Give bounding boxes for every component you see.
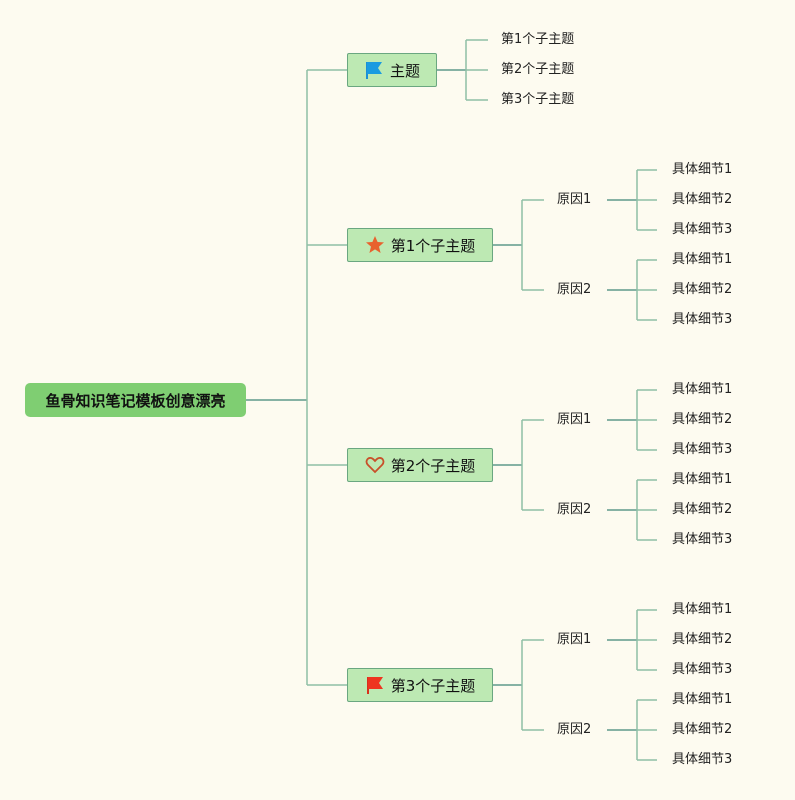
detail-3[interactable]: 具体细节3 [672, 442, 733, 457]
detail-1[interactable]: 具体细节1 [672, 602, 733, 617]
topic-label: 主题 [389, 61, 420, 80]
topic-1[interactable]: 主题 [347, 53, 437, 87]
detail-3[interactable]: 具体细节3 [672, 222, 733, 237]
detail-3[interactable]: 具体细节3 [672, 752, 733, 767]
topic-label: 第2个子主题 [390, 456, 476, 475]
cause-2[interactable]: 原因2 [557, 282, 592, 297]
detail-3[interactable]: 具体细节3 [672, 662, 733, 677]
subtopic-1[interactable]: 第1个子主题 [501, 32, 575, 47]
cause-2[interactable]: 原因2 [557, 502, 592, 517]
detail-2[interactable]: 具体细节2 [672, 502, 733, 517]
topic-label: 第1个子主题 [390, 236, 476, 255]
red-flag-icon [365, 675, 385, 695]
detail-3[interactable]: 具体细节3 [672, 532, 733, 547]
subtopic-2[interactable]: 第2个子主题 [501, 62, 575, 77]
detail-2[interactable]: 具体细节2 [672, 192, 733, 207]
cause-1[interactable]: 原因1 [557, 632, 592, 647]
root-topic-label: 鱼骨知识笔记模板创意漂亮 [45, 391, 226, 410]
detail-2[interactable]: 具体细节2 [672, 722, 733, 737]
detail-1[interactable]: 具体细节1 [672, 382, 733, 397]
detail-2[interactable]: 具体细节2 [672, 412, 733, 427]
subtopic-3[interactable]: 第3个子主题 [501, 92, 575, 107]
detail-1[interactable]: 具体细节1 [672, 692, 733, 707]
cause-2[interactable]: 原因2 [557, 722, 592, 737]
root-topic[interactable]: 鱼骨知识笔记模板创意漂亮 [25, 383, 246, 417]
heart-outline-icon [365, 455, 385, 475]
detail-1[interactable]: 具体细节1 [672, 252, 733, 267]
detail-2[interactable]: 具体细节2 [672, 282, 733, 297]
detail-3[interactable]: 具体细节3 [672, 312, 733, 327]
topic-4[interactable]: 第3个子主题 [347, 668, 493, 702]
topic-label: 第3个子主题 [390, 676, 476, 695]
topic-2[interactable]: 第1个子主题 [347, 228, 493, 262]
topic-3[interactable]: 第2个子主题 [347, 448, 493, 482]
cause-1[interactable]: 原因1 [557, 192, 592, 207]
orange-star-icon [365, 235, 385, 255]
cause-1[interactable]: 原因1 [557, 412, 592, 427]
detail-2[interactable]: 具体细节2 [672, 632, 733, 647]
blue-flag-icon [364, 60, 384, 80]
detail-1[interactable]: 具体细节1 [672, 162, 733, 177]
detail-1[interactable]: 具体细节1 [672, 472, 733, 487]
